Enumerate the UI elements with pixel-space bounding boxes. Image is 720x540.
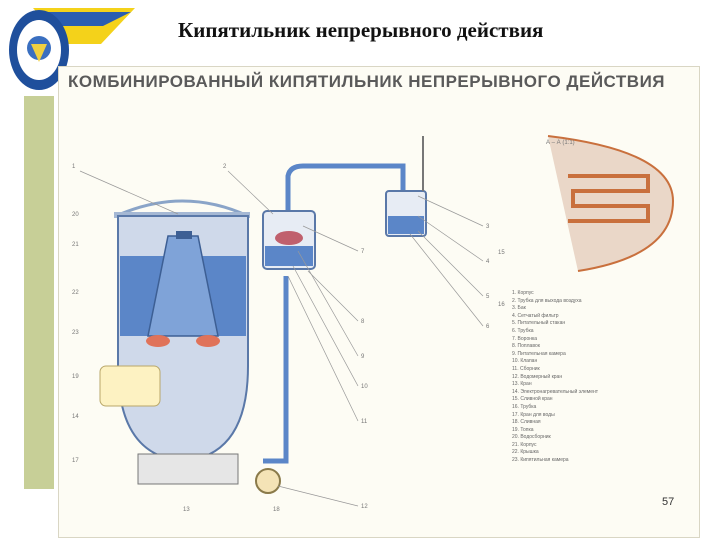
boiler-diagram: А – А (1:1) 1 2 3 4 5 6 7 8 9 10 11 12 2… xyxy=(72,135,675,513)
legend-item: 11. Сборник xyxy=(512,365,540,372)
callout-label: 11 xyxy=(361,419,368,425)
callout-label: 14 xyxy=(72,414,79,420)
legend-item: 13. Кран xyxy=(512,381,532,388)
section-label: А – А (1:1) xyxy=(546,140,575,146)
callout-label: 4 xyxy=(486,259,490,265)
heater-section-detail xyxy=(547,135,675,272)
return-pipe xyxy=(263,276,289,464)
university-emblem-logo xyxy=(9,8,135,90)
callout-label: 6 xyxy=(486,324,490,330)
legend-item: 20. Водосборник xyxy=(512,434,551,441)
legend-item: 12. Водомерный кран xyxy=(512,373,563,380)
boiler-lid xyxy=(115,199,249,218)
callout-label: 18 xyxy=(273,507,280,513)
callout-label: 19 xyxy=(72,374,79,380)
callout-label: 16 xyxy=(498,302,505,308)
legend-item: 9. Питательная камера xyxy=(512,350,566,357)
legend-item: 16. Трубка xyxy=(512,403,537,410)
callout-label: 22 xyxy=(72,290,79,296)
callout-label: 23 xyxy=(72,330,79,336)
float xyxy=(275,231,303,245)
callout-label: 21 xyxy=(72,242,79,248)
heater-element xyxy=(196,335,220,347)
poster-heading: КОМБИНИРОВАННЫЙ КИПЯТИЛЬНИК НЕПРЕРЫВНОГО… xyxy=(68,72,666,91)
legend-item: 19. Топка xyxy=(512,426,534,433)
legend-item: 2. Трубка для выхода воздуха xyxy=(512,297,582,304)
decorative-side-bar xyxy=(24,96,54,489)
callout-label: 7 xyxy=(361,249,365,255)
drain-valve xyxy=(255,468,281,494)
legend-item: 5. Питательный стакан xyxy=(512,320,566,327)
callout-label: 20 xyxy=(72,212,79,218)
callout-label: 13 xyxy=(183,507,190,513)
page-number: 57 xyxy=(662,496,675,508)
legend-item: 21. Корпус xyxy=(512,441,537,448)
heater-element xyxy=(146,335,170,347)
firebox xyxy=(99,365,161,407)
legend-item: 23. Кипятильная камера xyxy=(512,457,569,464)
water-pipe xyxy=(285,163,406,216)
slide-title: Кипятильник непрерывного действия xyxy=(178,18,544,42)
callout-label: 17 xyxy=(72,458,79,464)
legend-item: 6. Трубка xyxy=(512,327,534,334)
legend-item: 8. Поплавок xyxy=(512,343,540,350)
legend-item: 15. Сливной кран xyxy=(512,396,553,403)
boiler-base xyxy=(137,453,239,485)
legend-item: 10. Клапан xyxy=(512,358,538,365)
legend-item: 1. Корпус xyxy=(512,290,534,296)
callout-label: 5 xyxy=(486,294,490,300)
legend-item: 22. Крышка xyxy=(512,449,539,456)
leader-lines xyxy=(79,170,484,507)
legend-item: 7. Воронка xyxy=(512,335,538,342)
callout-label: 9 xyxy=(361,354,365,360)
legend-item: 14. Электронагревательный элемент xyxy=(512,388,599,395)
callout-label: 3 xyxy=(486,224,490,230)
callout-label: 8 xyxy=(361,319,365,325)
legend-item: 3. Бак xyxy=(512,305,526,312)
callout-label: 15 xyxy=(498,250,505,256)
callout-label: 1 xyxy=(72,164,76,170)
legend-item: 4. Сетчатый фильтр xyxy=(512,312,559,319)
callout-label: 12 xyxy=(361,504,368,510)
legend-item: 18. Сливная xyxy=(512,419,541,426)
callout-label: 2 xyxy=(223,164,227,170)
callout-label: 10 xyxy=(361,384,368,390)
legend-item: 17. Кран для воды xyxy=(512,411,555,418)
